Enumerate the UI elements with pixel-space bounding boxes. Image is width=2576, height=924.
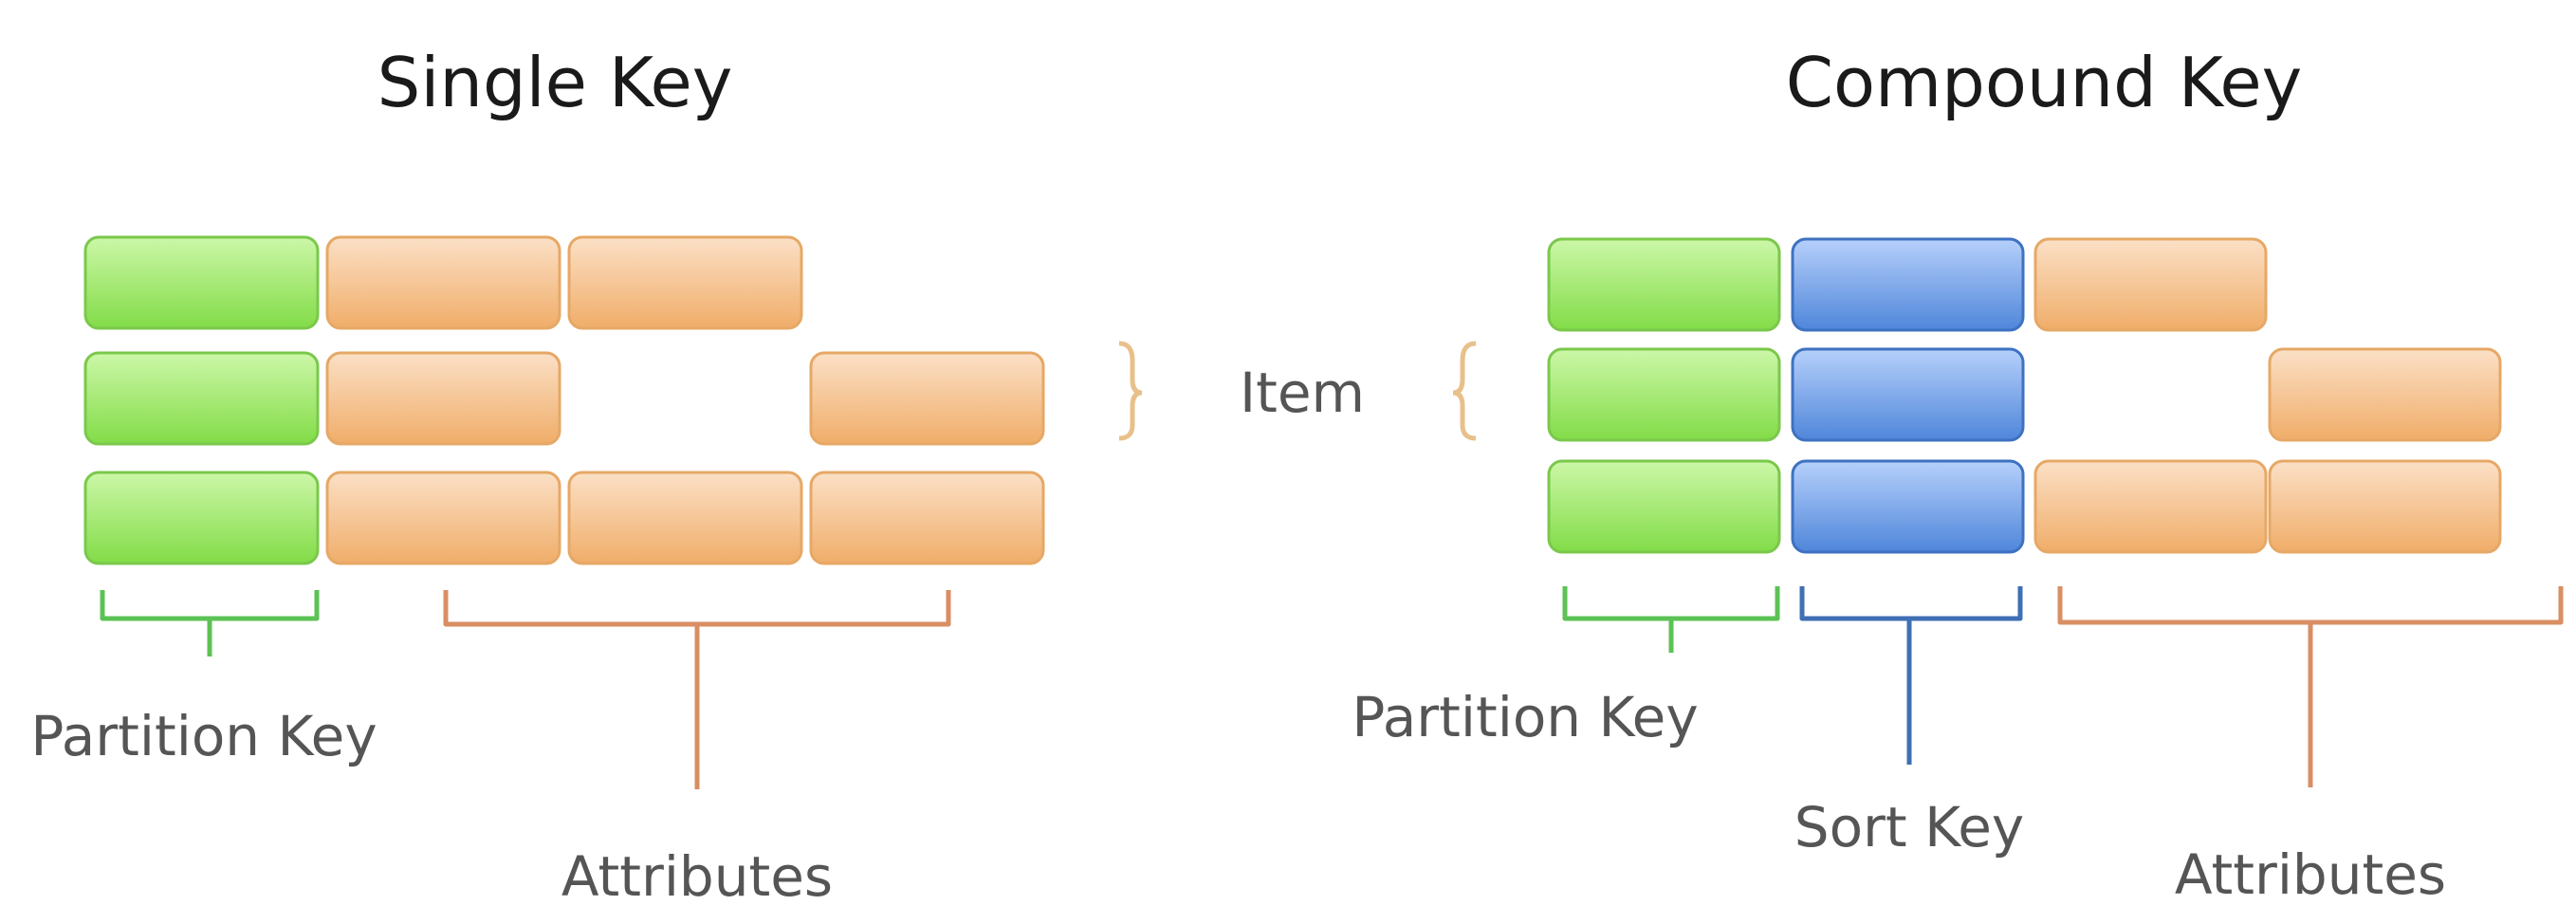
compound-partition-cell: [1547, 237, 1781, 332]
single-key-item-rows: [83, 235, 1045, 565]
single-key-title: Single Key: [377, 43, 733, 122]
single-partition-cell: [83, 471, 320, 565]
compound-attribute-cell: [2268, 347, 2502, 442]
compound-attribute-cell: [2033, 237, 2268, 332]
single-partition-key-label: Partition Key: [30, 704, 377, 768]
single-attribute-cell: [325, 471, 561, 565]
compound-sort-cell: [1791, 459, 2025, 554]
compound-partition-cell: [1547, 459, 1781, 554]
compound-key-item-rows: [1547, 237, 2502, 554]
single-attribute-cell: [567, 471, 803, 565]
compound-attributes-label: Attributes: [2175, 842, 2446, 907]
compound-key-title: Compound Key: [1786, 43, 2303, 122]
item-brace-right: [1118, 341, 1143, 441]
single-attribute-cell: [809, 471, 1045, 565]
single-partition-cell: [83, 235, 320, 330]
single-partition-key-bracket: [100, 590, 320, 656]
single-attribute-cell: [809, 351, 1045, 446]
compound-attribute-cell: [2268, 459, 2502, 554]
single-attribute-cell: [325, 351, 561, 446]
single-attributes-bracket: [443, 590, 951, 789]
compound-sort-key-bracket: [1799, 586, 2023, 765]
compound-sort-cell: [1791, 347, 2025, 442]
compound-partition-key-bracket: [1562, 586, 1780, 653]
single-attribute-cell: [567, 235, 803, 330]
item-label: Item: [1240, 360, 1365, 425]
compound-partition-cell: [1547, 347, 1781, 442]
compound-sort-cell: [1791, 237, 2025, 332]
single-attributes-label: Attributes: [561, 844, 833, 909]
compound-attribute-cell: [2033, 459, 2268, 554]
single-partition-cell: [83, 351, 320, 446]
item-brace-left: [1452, 341, 1477, 441]
compound-attributes-bracket: [2057, 586, 2564, 787]
compound-sort-key-label: Sort Key: [1794, 795, 2024, 859]
single-attribute-cell: [325, 235, 561, 330]
compound-partition-key-label: Partition Key: [1352, 685, 1698, 749]
